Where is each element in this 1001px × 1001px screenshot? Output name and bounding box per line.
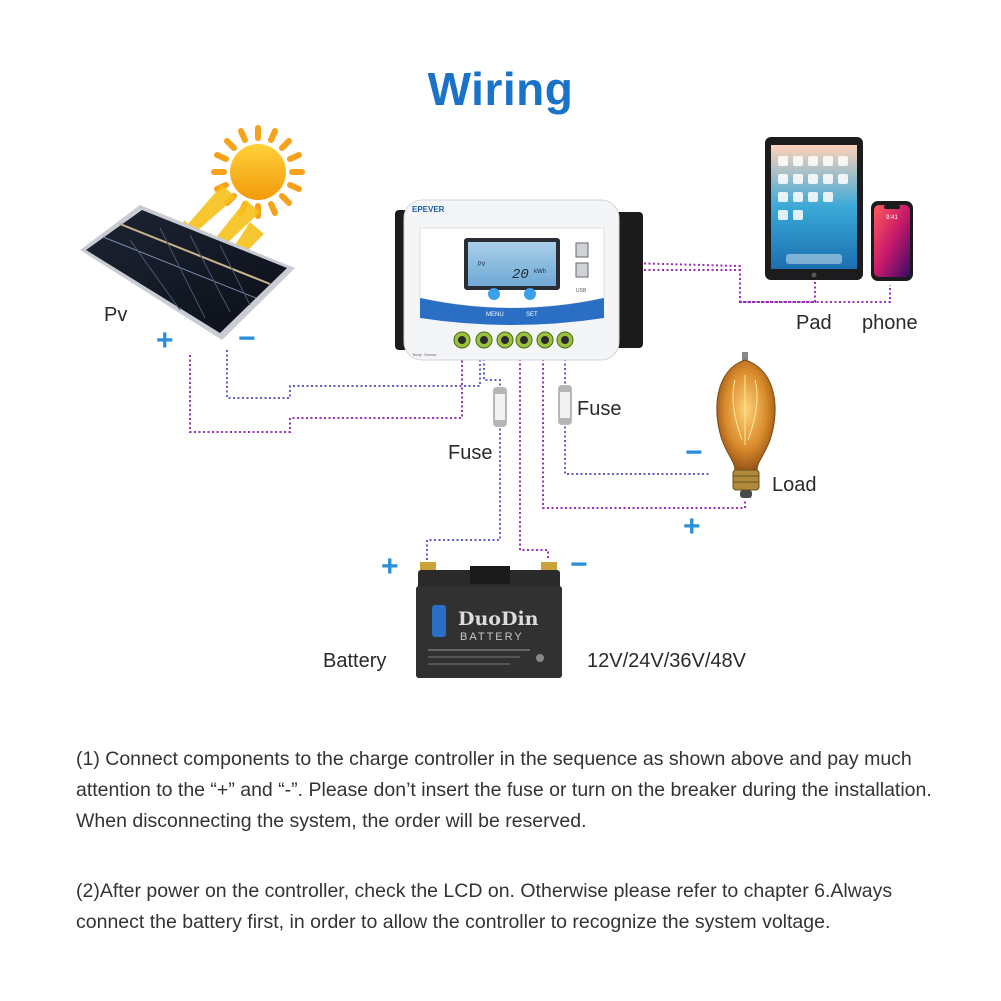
pv-negative-sign: − <box>238 322 256 355</box>
battery-brand: DuoDin <box>458 608 539 630</box>
load-negative-sign: − <box>685 436 703 469</box>
usb-label: USB <box>576 288 587 294</box>
fuse-right-icon <box>558 385 572 425</box>
tablet-icon <box>765 137 863 280</box>
battery-brand-sub: BATTERY <box>460 631 524 643</box>
wire-phone <box>740 285 891 303</box>
page-title: Wiring <box>427 63 574 115</box>
fuse-left-label: Fuse <box>448 442 493 464</box>
controller-brand: EPEVER <box>412 205 445 214</box>
instruction-1: (1) Connect components to the charge con… <box>76 748 932 832</box>
terminal-block <box>453 331 574 349</box>
pv-label: Pv <box>104 304 128 326</box>
bulb-icon <box>716 352 776 498</box>
charge-controller: EPEVER PV 20 kWh MENU SET USB Temp. Sens… <box>395 199 643 361</box>
instruction-2: (2)After power on the controller, check … <box>76 880 893 933</box>
menu-button-label: MENU <box>486 312 504 318</box>
wire-load-positive <box>542 350 746 509</box>
battery-icon: DuoDin BATTERY <box>416 562 562 678</box>
fuse-right-label: Fuse <box>577 398 622 420</box>
load-label: Load <box>772 474 817 496</box>
wire-pv-positive <box>189 350 463 433</box>
solar-panel <box>80 205 295 340</box>
temp-sensor-label: Temp. Sensor <box>412 352 437 357</box>
wire-battery-negative <box>519 350 549 560</box>
load-positive-sign: + <box>683 510 701 543</box>
phone-time: 9:41 <box>886 215 898 221</box>
phone-label: phone <box>862 312 918 334</box>
lcd-mode: PV <box>478 261 486 268</box>
wire-pv-negative <box>226 350 481 399</box>
battery-positive-sign: + <box>381 550 399 583</box>
battery-negative-sign: − <box>570 548 588 581</box>
sun-icon <box>211 125 305 219</box>
wiring-diagram: EPEVER PV 20 kWh MENU SET USB Temp. Sens… <box>80 125 913 678</box>
lcd-unit: kWh <box>534 269 546 275</box>
set-button-label: SET <box>526 312 538 318</box>
pv-positive-sign: + <box>156 324 174 357</box>
pad-label: Pad <box>796 312 832 334</box>
battery-label: Battery <box>323 650 387 672</box>
fuse-left-icon <box>493 387 507 427</box>
phone-icon: 9:41 <box>871 201 913 281</box>
wire-battery-positive <box>426 350 501 560</box>
lcd-value: 20 <box>512 267 529 283</box>
battery-voltage-label: 12V/24V/36V/48V <box>587 650 747 672</box>
